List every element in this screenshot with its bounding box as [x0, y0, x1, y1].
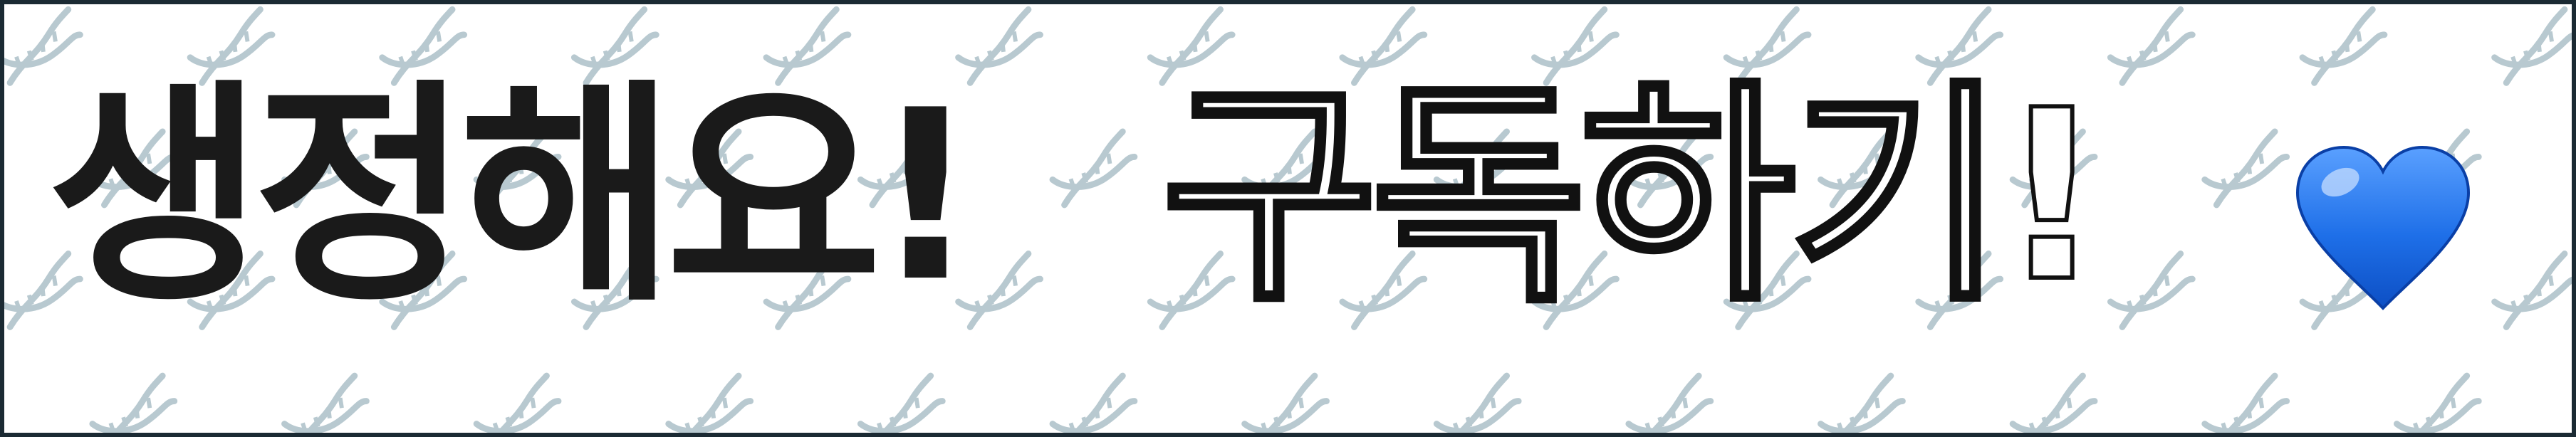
headline-outline-text: 구독하기! — [1159, 60, 2107, 333]
headline: 생정해요! 구독하기! — [4, 4, 2572, 433]
headline-solid-text: 생정해요! — [47, 60, 979, 333]
blue-heart-icon — [2295, 145, 2471, 310]
